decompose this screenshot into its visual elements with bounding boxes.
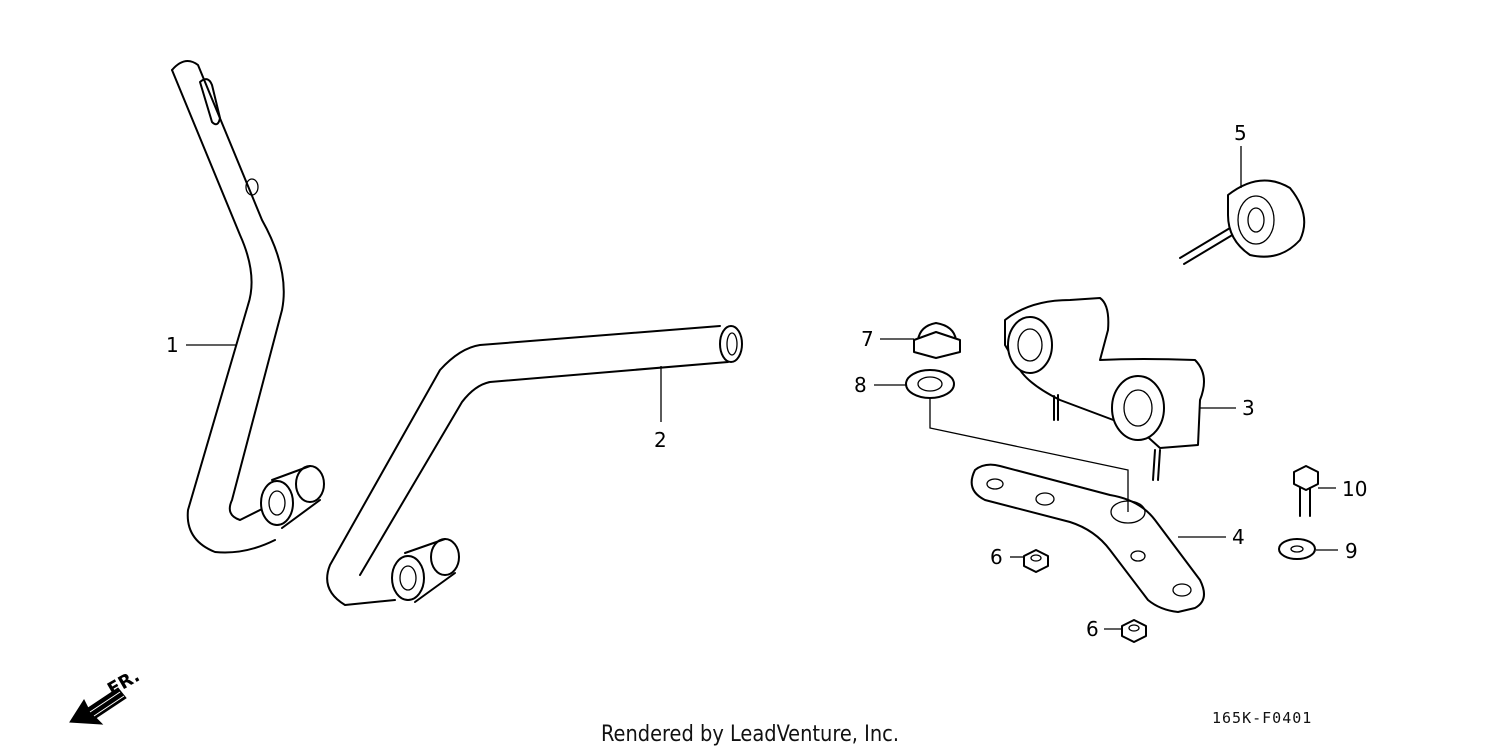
render-credit: Rendered by LeadVenture, Inc. — [601, 722, 899, 747]
handle-holder-upper — [1004, 297, 1205, 481]
bolt — [1293, 465, 1319, 517]
diagram-code: 165K-F0401 — [1212, 709, 1312, 727]
cap-nut — [913, 322, 961, 359]
callout-2: 2 — [654, 428, 667, 452]
callout-10: 10 — [1342, 477, 1367, 501]
adjuster-knob — [1179, 179, 1306, 265]
front-direction-arrow-icon — [69, 687, 127, 725]
callout-6a: 6 — [990, 545, 1003, 569]
callout-4: 4 — [1232, 525, 1245, 549]
callout-9: 9 — [1345, 539, 1358, 563]
nut-lower — [1121, 619, 1147, 643]
callout-5: 5 — [1234, 121, 1247, 145]
handle-end-fitting-left — [260, 465, 325, 529]
washer-small — [1278, 538, 1316, 560]
handle-bar-left — [171, 60, 325, 554]
leader-lines — [186, 146, 1338, 630]
handle-end-fitting-right — [391, 538, 460, 603]
callout-8: 8 — [854, 373, 867, 397]
nut-upper — [1023, 549, 1049, 573]
callout-1: 1 — [166, 333, 179, 357]
callout-3: 3 — [1242, 396, 1255, 420]
washer-large — [905, 369, 955, 399]
callout-6b: 6 — [1086, 617, 1099, 641]
callout-7: 7 — [861, 327, 874, 351]
handle-bar-right — [326, 325, 743, 606]
handle-holder-plate — [970, 463, 1205, 613]
